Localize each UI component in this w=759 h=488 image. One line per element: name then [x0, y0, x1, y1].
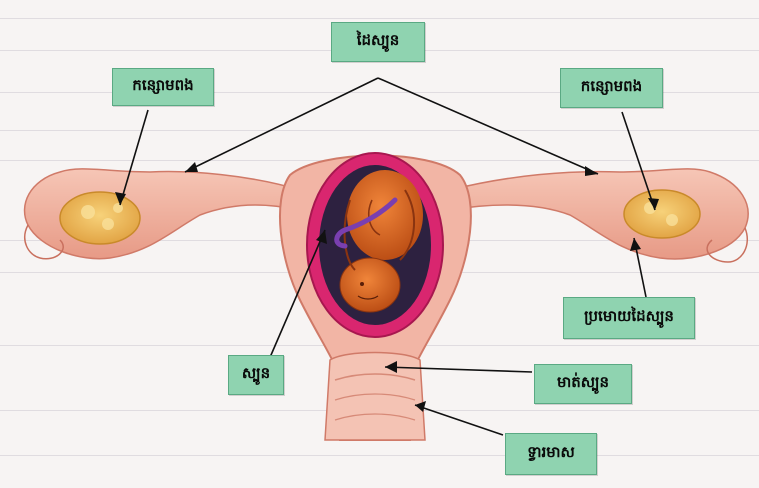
label-right-ovary-text: កន្សោមពង: [581, 77, 642, 99]
label-uterine-tube: ដៃស្បូន: [331, 22, 425, 62]
label-vagina-text: ទ្វារមាស: [527, 443, 575, 465]
left-ovary: [60, 192, 140, 244]
label-uterus-text: ស្បូន: [242, 364, 270, 386]
label-uterus: ស្បូន: [228, 355, 284, 395]
cervix-region: [325, 353, 425, 441]
label-ovarian-ligament: ប្រមោយដៃស្បូន: [563, 297, 695, 339]
label-vagina: ទ្វារមាស: [505, 433, 597, 475]
right-fallopian-tube: [450, 169, 748, 259]
label-left-ovary: កន្សោមពង: [112, 68, 214, 106]
label-left-ovary-text: កន្សោមពង: [132, 76, 193, 98]
right-ovary: [624, 190, 700, 238]
label-uterine-tube-text: ដៃស្បូន: [357, 31, 400, 53]
label-cervix: មាត់ស្បូន: [534, 364, 632, 404]
label-right-ovary: កន្សោមពង: [560, 68, 663, 108]
label-ovarian-ligament-text: ប្រមោយដៃស្បូន: [584, 307, 674, 329]
label-cervix-text: មាត់ស្បូន: [557, 373, 609, 395]
